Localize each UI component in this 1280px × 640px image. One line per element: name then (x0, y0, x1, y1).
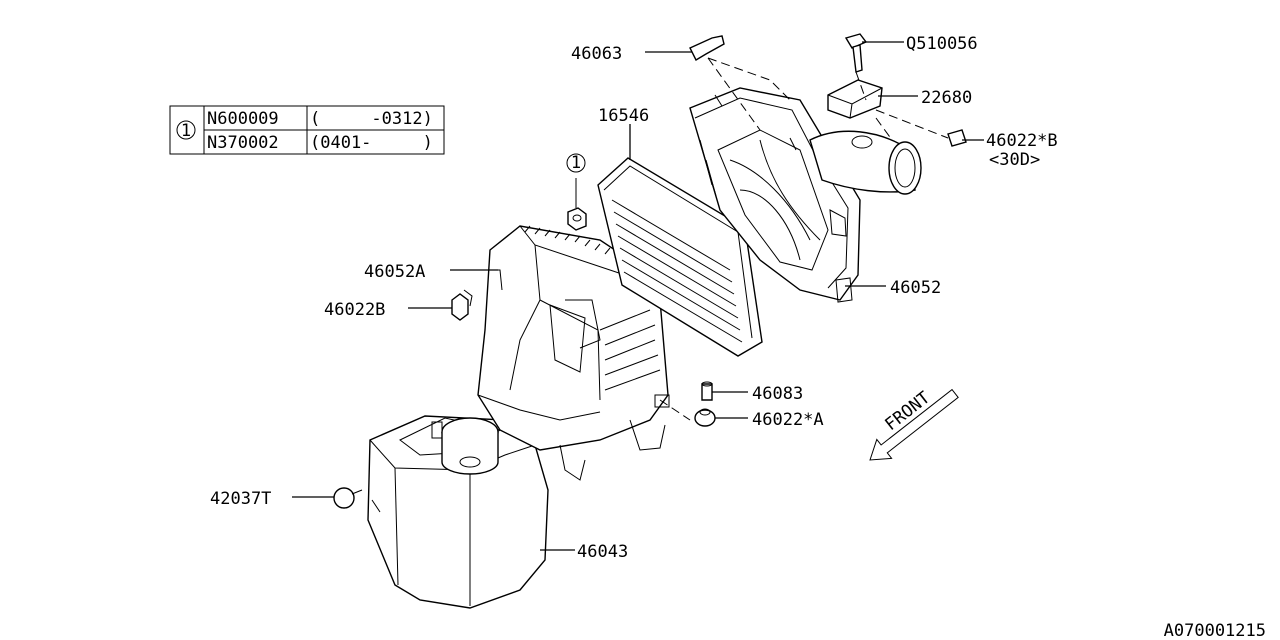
front-label: FRONT (881, 388, 934, 435)
bolt-part (701, 381, 713, 401)
label-46063: 46063 (571, 44, 622, 64)
label-46022-b-star: 46022*B (986, 131, 1058, 151)
upper-case-part (689, 87, 922, 303)
label-42037t: 42037T (210, 489, 271, 509)
part-labels: 46063 Q510056 22680 16546 46022*B <30D> … (210, 34, 1058, 562)
label-22680: 22680 (921, 88, 972, 108)
diagram-code: A070001215 (1164, 621, 1266, 640)
table-row-1-part: N600009 (207, 109, 279, 129)
table-row-2-range: (0401- ) (310, 133, 433, 153)
table-row-1-range: ( -0312) (310, 109, 433, 129)
label-46052a: 46052A (364, 262, 425, 282)
grommet-b-part (451, 289, 473, 321)
clip-b-part (947, 129, 967, 147)
table-ref-number: 1 (181, 121, 191, 141)
front-arrow: FRONT (869, 388, 959, 461)
leader-lines (292, 41, 984, 551)
label-30d: <30D> (989, 150, 1040, 170)
label-q510056: Q510056 (906, 34, 978, 54)
sensor-part (827, 79, 883, 119)
callout-circle (566, 153, 586, 173)
assembly-lines (659, 57, 949, 421)
clip-t-part (333, 487, 363, 509)
grommet-a-part (694, 408, 716, 427)
resonator-part (367, 415, 549, 609)
label-16546: 16546 (598, 106, 649, 126)
filter-element-part (597, 157, 763, 357)
table-row-2-part: N370002 (207, 133, 279, 153)
label-46052: 46052 (890, 278, 941, 298)
callout-number: 1 (571, 153, 581, 173)
screw-part (844, 33, 868, 73)
table-ref-circle (176, 120, 196, 140)
reference-table: 1 N600009 ( -0312) N370002 (0401- ) (169, 105, 445, 155)
nut-part: 1 (566, 153, 587, 231)
label-46022-a-star: 46022*A (752, 410, 824, 430)
clip-part (689, 35, 725, 61)
label-46022b: 46022B (324, 300, 385, 320)
lower-case-part (477, 225, 670, 481)
label-46083: 46083 (752, 384, 803, 404)
label-46043: 46043 (577, 542, 628, 562)
